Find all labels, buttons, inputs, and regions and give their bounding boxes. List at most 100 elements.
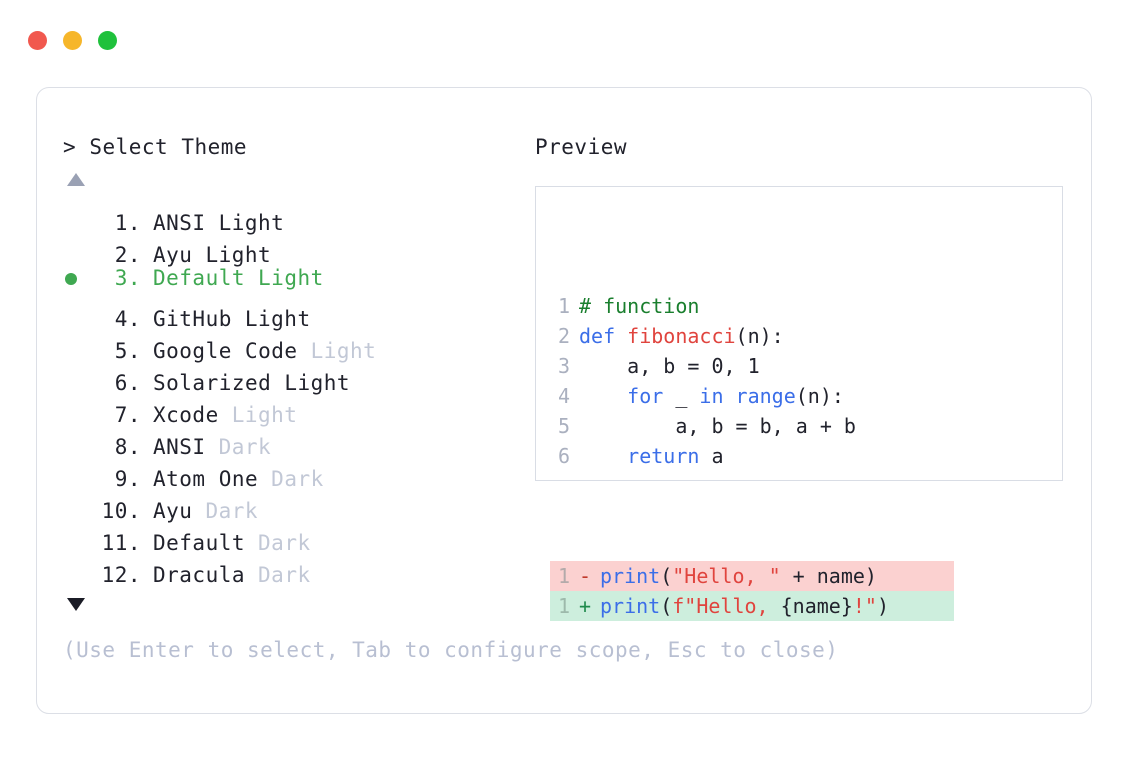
code-token-fn: fibonacci <box>627 324 736 348</box>
line-number: 4 <box>557 384 570 408</box>
theme-item-variant: Light <box>218 211 285 235</box>
scroll-down-icon[interactable] <box>67 598 85 611</box>
code-token-plain: (n): <box>795 384 844 408</box>
theme-item-number: 10. <box>101 499 141 523</box>
traffic-light-group <box>28 31 117 50</box>
code-token-str: f"Hello, <box>672 594 781 618</box>
line-number: 6 <box>557 444 570 468</box>
theme-item-variant: Dark <box>258 563 311 587</box>
scroll-up-icon[interactable] <box>67 173 85 186</box>
theme-item-variant: Light <box>284 371 351 395</box>
code-token-plain <box>579 384 627 408</box>
code-token-kw: def <box>579 324 628 348</box>
line-number: 2 <box>557 324 570 348</box>
line-number: 1 <box>557 594 570 618</box>
selection-bullet-cell <box>63 326 95 358</box>
code-token-plain: a, b = b, a + b <box>579 414 856 438</box>
code-token-plain: _ <box>663 384 700 408</box>
code-line: 5 a, b = b, a + b <box>550 411 954 441</box>
code-line: 4 for _ in range(n): <box>550 381 954 411</box>
code-token-kw: print <box>600 594 661 618</box>
keyboard-hint: (Use Enter to select, Tab to configure s… <box>63 638 839 662</box>
code-line-text: # function <box>579 291 699 321</box>
preview-title: Preview <box>535 135 628 159</box>
theme-item-name: Ayu <box>153 243 193 267</box>
theme-item-name: Xcode <box>153 403 219 427</box>
selection-bullet-cell <box>63 198 95 230</box>
code-line: 1 # function <box>550 291 954 321</box>
selection-bullet-cell <box>63 486 95 518</box>
theme-item-name: GitHub <box>153 307 232 331</box>
selection-bullet-cell <box>63 422 95 454</box>
line-number: 5 <box>557 414 570 438</box>
code-token-str: "Hello, " <box>672 564 781 588</box>
selection-bullet-cell <box>63 518 95 550</box>
code-line-text: a, b = 0, 1 <box>579 351 760 381</box>
window-titlebar <box>0 0 1129 84</box>
selection-bullet-cell <box>63 294 95 326</box>
theme-item-number: 9. <box>114 467 141 491</box>
selection-bullet-cell <box>63 390 95 422</box>
code-line: 2 def fibonacci(n): <box>550 321 954 351</box>
theme-item-number: 11. <box>101 531 141 555</box>
theme-item-number: 5. <box>114 339 141 363</box>
theme-item-variant: Light <box>244 307 311 331</box>
theme-list-item[interactable]: 12. Dracula Dark <box>63 550 533 587</box>
theme-item-number: 3. <box>114 266 141 290</box>
code-token-plain: ( <box>660 564 673 588</box>
theme-item-number: 8. <box>114 435 141 459</box>
code-token-plain: + name) <box>780 564 877 588</box>
code-token-plain: {name} <box>780 594 853 618</box>
code-token-plain: ( <box>660 594 673 618</box>
theme-item-variant: Light <box>205 243 272 267</box>
selection-bullet-cell <box>63 263 95 295</box>
theme-item-number: 12. <box>101 563 141 587</box>
code-token-plain <box>579 444 627 468</box>
code-line-text: return a <box>579 441 723 471</box>
line-number: 1 <box>557 564 570 588</box>
prompt-caret-icon: > <box>63 135 77 159</box>
page-title: Select Theme <box>89 135 248 159</box>
diff-line-del: 1- print("Hello, " + name) <box>550 561 954 591</box>
theme-item-number: 7. <box>114 403 141 427</box>
selection-bullet-cell <box>63 550 95 582</box>
selection-bullet-cell <box>63 454 95 486</box>
code-token-plain: (n): <box>735 324 784 348</box>
line-number: 1 <box>557 294 570 318</box>
theme-item-name: Dracula <box>153 563 246 587</box>
minimize-button[interactable] <box>63 31 82 50</box>
code-token-str: !" <box>852 594 877 618</box>
line-number: 3 <box>557 354 570 378</box>
code-token-plain: a, b = 0, 1 <box>579 354 760 378</box>
code-token-plain: ) <box>876 594 890 618</box>
diff-line-text: print(f"Hello, {name}!") <box>600 591 889 621</box>
code-line-text: def fibonacci(n): <box>579 321 784 351</box>
code-line-text: a, b = b, a + b <box>579 411 856 441</box>
maximize-button[interactable] <box>98 31 117 50</box>
code-token-kw: return <box>627 444 700 468</box>
close-button[interactable] <box>28 31 47 50</box>
theme-item-number: 1. <box>114 211 141 235</box>
code-line: 3 a, b = 0, 1 <box>550 351 954 381</box>
code-token-kw: in range <box>699 384 796 408</box>
diff-line-text: print("Hello, " + name) <box>600 561 877 591</box>
theme-item-name: Default <box>153 531 246 555</box>
theme-item-variant: Dark <box>271 467 324 491</box>
